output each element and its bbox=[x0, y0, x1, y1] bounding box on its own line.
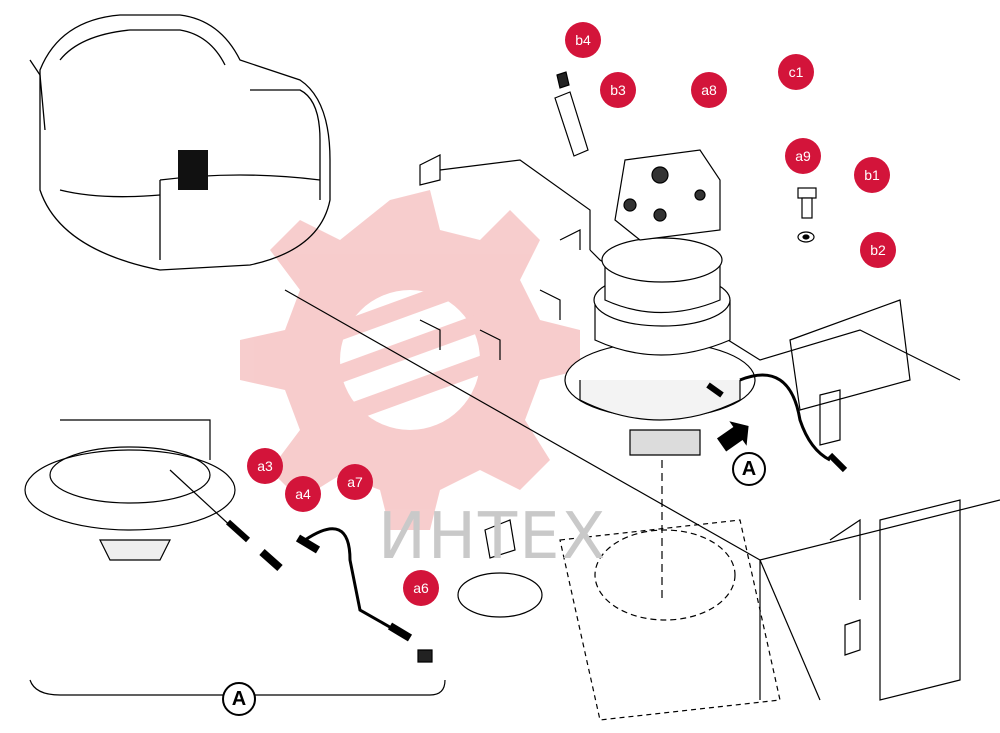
callout-b1[interactable]: b1 bbox=[854, 157, 890, 193]
callout-a6[interactable]: a6 bbox=[403, 570, 439, 606]
callout-a8[interactable]: a8 bbox=[691, 72, 727, 108]
washer-b2 bbox=[797, 231, 815, 243]
watermark-text: ИНТЕХ bbox=[378, 500, 608, 574]
bolt-b1 bbox=[797, 187, 817, 219]
plug-b3 bbox=[554, 71, 589, 157]
callout-c1[interactable]: c1 bbox=[778, 54, 814, 90]
view-a-marker-main: A bbox=[732, 452, 766, 486]
swing-motor-assembly bbox=[564, 149, 848, 473]
view-a-marker-detail: A bbox=[222, 682, 256, 716]
callout-b4[interactable]: b4 bbox=[565, 22, 601, 58]
watermark-gear-logo bbox=[240, 190, 580, 530]
callout-a7[interactable]: a7 bbox=[337, 464, 373, 500]
callout-a4[interactable]: a4 bbox=[285, 476, 321, 512]
excavator-overview bbox=[29, 14, 331, 271]
view-direction-arrow-icon bbox=[716, 421, 749, 452]
callout-b3[interactable]: b3 bbox=[600, 72, 636, 108]
callout-a9[interactable]: a9 bbox=[785, 138, 821, 174]
detail-view-a bbox=[24, 419, 446, 696]
callout-b2[interactable]: b2 bbox=[860, 232, 896, 268]
upper-frame bbox=[284, 154, 1000, 721]
callout-a3[interactable]: a3 bbox=[247, 448, 283, 484]
